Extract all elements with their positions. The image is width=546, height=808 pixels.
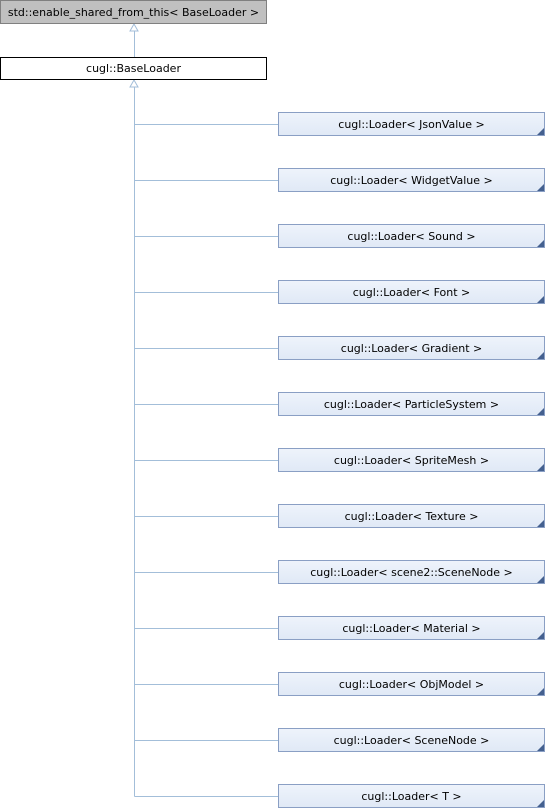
derived-class-box[interactable]: cugl::Loader< Texture >	[278, 504, 545, 528]
ancestor-class-label: std::enable_shared_from_this< BaseLoader…	[7, 5, 260, 19]
derived-class-label: cugl::Loader< ObjModel >	[338, 677, 485, 691]
derived-class-box[interactable]: cugl::Loader< Font >	[278, 280, 545, 304]
corner-marker	[537, 800, 544, 807]
corner-marker	[537, 632, 544, 639]
derived-class-box[interactable]: cugl::Loader< Material >	[278, 616, 545, 640]
derived-class-label: cugl::Loader< SceneNode >	[333, 733, 490, 747]
corner-marker	[537, 296, 544, 303]
inheritance-arrow	[129, 78, 139, 88]
derived-class-box[interactable]: cugl::Loader< ObjModel >	[278, 672, 545, 696]
corner-marker	[537, 576, 544, 583]
derived-class-box[interactable]: cugl::Loader< Sound >	[278, 224, 545, 248]
derived-class-box[interactable]: cugl::Loader< T >	[278, 784, 545, 808]
corner-marker	[537, 240, 544, 247]
derived-class-box[interactable]: cugl::Loader< SpriteMesh >	[278, 448, 545, 472]
derived-class-label: cugl::Loader< Material >	[342, 621, 481, 635]
derived-class-label: cugl::Loader< SpriteMesh >	[333, 453, 490, 467]
corner-marker	[537, 352, 544, 359]
corner-marker	[537, 408, 544, 415]
corner-marker	[537, 128, 544, 135]
corner-marker	[537, 464, 544, 471]
derived-class-label: cugl::Loader< T >	[361, 789, 462, 803]
derived-class-box[interactable]: cugl::Loader< SceneNode >	[278, 728, 545, 752]
derived-class-box[interactable]: cugl::Loader< Gradient >	[278, 336, 545, 360]
derived-class-box[interactable]: cugl::Loader< WidgetValue >	[278, 168, 545, 192]
derived-class-label: cugl::Loader< Texture >	[344, 509, 479, 523]
corner-marker	[537, 688, 544, 695]
ancestor-class-box[interactable]: std::enable_shared_from_this< BaseLoader…	[0, 0, 267, 24]
derived-class-label: cugl::Loader< Font >	[352, 285, 471, 299]
derived-class-box[interactable]: cugl::Loader< ParticleSystem >	[278, 392, 545, 416]
corner-marker	[537, 744, 544, 751]
derived-class-label: cugl::Loader< Sound >	[347, 229, 476, 243]
derived-class-label: cugl::Loader< WidgetValue >	[330, 173, 493, 187]
inheritance-edges	[129, 22, 278, 797]
base-class-box[interactable]: cugl::BaseLoader	[0, 57, 267, 80]
base-class-label: cugl::BaseLoader	[86, 62, 181, 75]
inheritance-arrow	[129, 22, 139, 32]
corner-marker	[537, 184, 544, 191]
derived-class-label: cugl::Loader< Gradient >	[340, 341, 483, 355]
derived-class-label: cugl::Loader< scene2::SceneNode >	[310, 565, 513, 579]
derived-class-label: cugl::Loader< ParticleSystem >	[323, 397, 500, 411]
derived-class-box[interactable]: cugl::Loader< JsonValue >	[278, 112, 545, 136]
corner-marker	[537, 520, 544, 527]
derived-class-label: cugl::Loader< JsonValue >	[338, 117, 485, 131]
derived-class-box[interactable]: cugl::Loader< scene2::SceneNode >	[278, 560, 545, 584]
